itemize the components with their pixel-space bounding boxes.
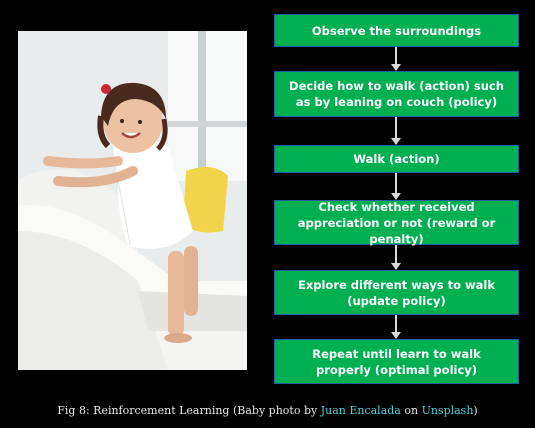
flow-step-walk: Walk (action) bbox=[274, 145, 519, 173]
flow-step-observe: Observe the surroundings bbox=[274, 14, 519, 47]
flow-step-check: Check whether received appreciation or n… bbox=[274, 199, 519, 246]
down-arrow-icon bbox=[391, 315, 401, 339]
flow-step-label: Walk (action) bbox=[353, 152, 440, 166]
down-arrow-icon bbox=[391, 173, 401, 200]
author-link[interactable]: Juan Encalada bbox=[320, 404, 401, 417]
baby-photo-illustration bbox=[18, 31, 247, 370]
flow-step-explore: Explore different ways to walk (update p… bbox=[274, 270, 519, 315]
caption-middle: on bbox=[400, 404, 422, 417]
figure-caption: Fig 8: Reinforcement Learning (Baby phot… bbox=[0, 404, 535, 418]
flow-step-label: Explore different ways to walk (update p… bbox=[297, 277, 496, 308]
caption-suffix: ) bbox=[473, 404, 478, 417]
down-arrow-icon bbox=[391, 245, 401, 270]
down-arrow-icon bbox=[391, 117, 401, 145]
baby-photo bbox=[18, 31, 247, 370]
flow-step-decide: Decide how to walk (action) such as by l… bbox=[274, 71, 519, 117]
down-arrow-icon bbox=[391, 47, 401, 71]
flow-step-label: Check whether received appreciation or n… bbox=[297, 199, 496, 246]
unsplash-link[interactable]: Unsplash bbox=[421, 404, 474, 417]
flow-step-label: Decide how to walk (action) such as by l… bbox=[289, 79, 504, 109]
flow-step-label: Observe the surroundings bbox=[311, 23, 482, 38]
flow-step-label: Repeat until learn to walk properly (opt… bbox=[312, 346, 481, 377]
flow-step-repeat: Repeat until learn to walk properly (opt… bbox=[274, 339, 519, 384]
caption-prefix: Fig 8: Reinforcement Learning (Baby phot… bbox=[57, 404, 321, 417]
